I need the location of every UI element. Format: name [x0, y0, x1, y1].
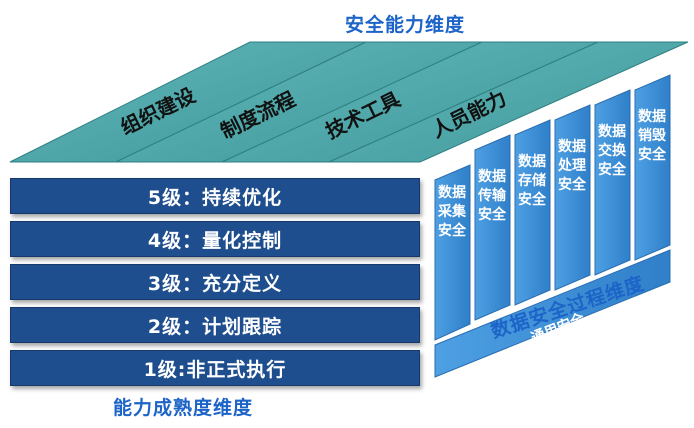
level-5-bar: 5级：持续优化 — [10, 178, 420, 214]
level-3-bar: 3级：充分定义 — [10, 264, 420, 300]
process-column-label-2: 数据传输安全 — [478, 169, 506, 223]
process-column-label-4: 数据处理安全 — [558, 139, 586, 193]
process-column-label-3: 数据存储安全 — [518, 154, 546, 208]
process-column-5 — [594, 89, 631, 276]
process-column-4 — [554, 104, 591, 291]
level-2-bar: 2级：计划跟踪 — [10, 307, 420, 343]
security-capability-dimension-title: 安全能力维度 — [345, 14, 466, 36]
process-column-1 — [434, 164, 471, 341]
maturity-dimension-title: 能力成熟度维度 — [113, 397, 254, 419]
general-security-slab — [434, 249, 671, 378]
level-4-bar: 4级：量化控制 — [10, 221, 420, 257]
process-column-label-5: 数据交换安全 — [598, 124, 626, 178]
process-column-label-6: 数据销毁安全 — [638, 109, 666, 163]
slab-people — [328, 41, 689, 163]
process-column-6 — [634, 74, 671, 261]
process-column-label-1: 数据采集安全 — [438, 185, 466, 239]
level-1-bar: 1级:非正式执行 — [10, 350, 420, 386]
process-column-3 — [514, 119, 551, 306]
process-column-2 — [474, 134, 511, 321]
